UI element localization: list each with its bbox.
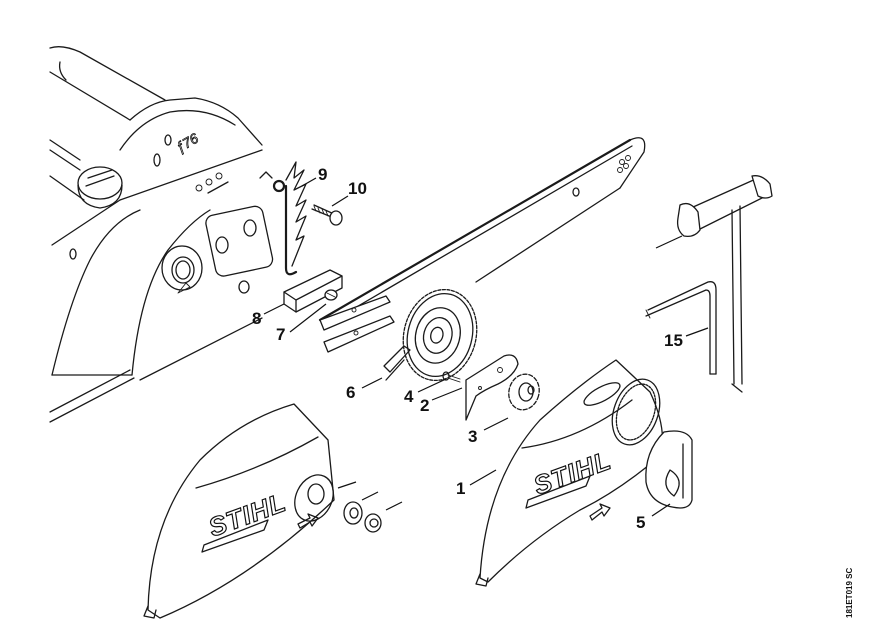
nut-washer-left: [337, 481, 403, 533]
callout-2: 2: [420, 387, 463, 415]
callout-label-6: 6: [346, 383, 355, 402]
callout-9: 9: [301, 165, 327, 187]
thumb-wheel-part-3: [508, 373, 540, 411]
callout-5: 5: [636, 503, 671, 532]
housing-logo-mark: ƒ76: [173, 130, 201, 156]
guide-bar: [318, 137, 646, 353]
callout-3: 3: [468, 417, 509, 446]
callout-6: 6: [346, 377, 383, 402]
sprocket-cover-quick-part-1: STIHL: [475, 359, 664, 587]
callout-10: 10: [331, 179, 367, 207]
callout-label-10: 10: [348, 179, 367, 198]
callout-label-3: 3: [468, 427, 477, 446]
callout-label-2: 2: [420, 396, 429, 415]
tensioner-plate-part-2: [465, 354, 519, 421]
callout-label-15: 15: [664, 331, 683, 350]
callout-4: 4: [404, 378, 447, 406]
callout-1: 1: [456, 469, 497, 498]
screw-part-10: [311, 204, 343, 226]
hex-key-part-15: [645, 281, 717, 375]
drawing-code: 181ET019 SC: [845, 568, 854, 618]
callout-15: 15: [664, 327, 709, 350]
guide-part-8: [283, 269, 343, 313]
collar-screw-part-7: [324, 289, 338, 301]
screw-part-4: [442, 371, 461, 383]
spring-part-9: [272, 161, 307, 276]
callout-label-4: 4: [404, 387, 414, 406]
callout-label-8: 8: [252, 309, 261, 328]
t-wrench-leader: [655, 235, 683, 249]
callout-label-1: 1: [456, 479, 465, 498]
callout-7: 7: [276, 303, 327, 344]
callout-8: 8: [252, 303, 285, 328]
callout-label-7: 7: [276, 325, 285, 344]
chainsaw-body: ƒ76: [49, 46, 274, 423]
sprocket-cover-standard: STIHL: [143, 403, 335, 619]
callout-label-9: 9: [318, 165, 327, 184]
knob-cover-part-5: [645, 430, 693, 509]
callout-label-5: 5: [636, 513, 645, 532]
tensioning-gear-part-6: [383, 288, 478, 382]
t-wrench: [676, 175, 773, 393]
